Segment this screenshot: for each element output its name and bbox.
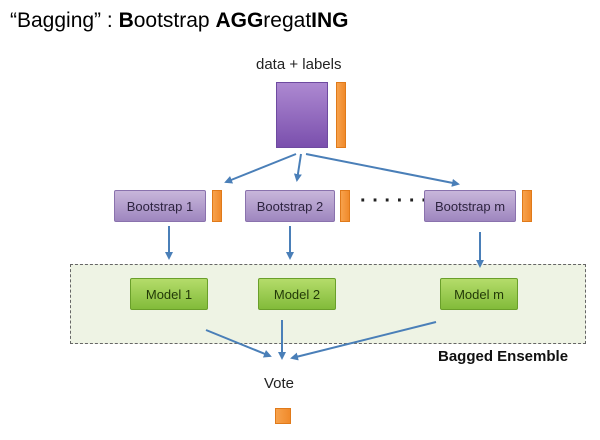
slide-title: “Bagging” : Bootstrap AGGregatING — [10, 9, 349, 32]
arrow-model-1-to-vote — [205, 329, 272, 358]
vote-caption: Vote — [264, 375, 295, 392]
arrow-model-m-to-vote — [290, 321, 437, 361]
bootstrap-2-label-swatch — [340, 190, 350, 222]
arrow-data-to-bootstrap-1 — [224, 153, 297, 184]
vote-swatch — [275, 408, 291, 424]
bootstrap-m-label-swatch — [522, 190, 532, 222]
bootstrap-1-box: Bootstrap 1 — [114, 190, 206, 222]
data-label-swatch — [336, 82, 346, 148]
model-1-box: Model 1 — [130, 278, 208, 310]
bootstrap-2-box: Bootstrap 2 — [245, 190, 335, 222]
bagged-ensemble-label: Bagged Ensemble — [438, 348, 569, 365]
model-2-box: Model 2 — [258, 278, 336, 310]
arrow-data-to-bootstrap-m — [305, 153, 460, 187]
bootstrap-m-box: Bootstrap m — [424, 190, 516, 222]
arrow-data-to-bootstrap-2 — [293, 153, 302, 182]
ellipsis-dots: · · · · · · — [360, 190, 428, 212]
data-block — [276, 82, 328, 148]
model-m-box: Model m — [440, 278, 518, 310]
data-labels-caption: data + labels — [256, 56, 342, 73]
bootstrap-1-label-swatch — [212, 190, 222, 222]
